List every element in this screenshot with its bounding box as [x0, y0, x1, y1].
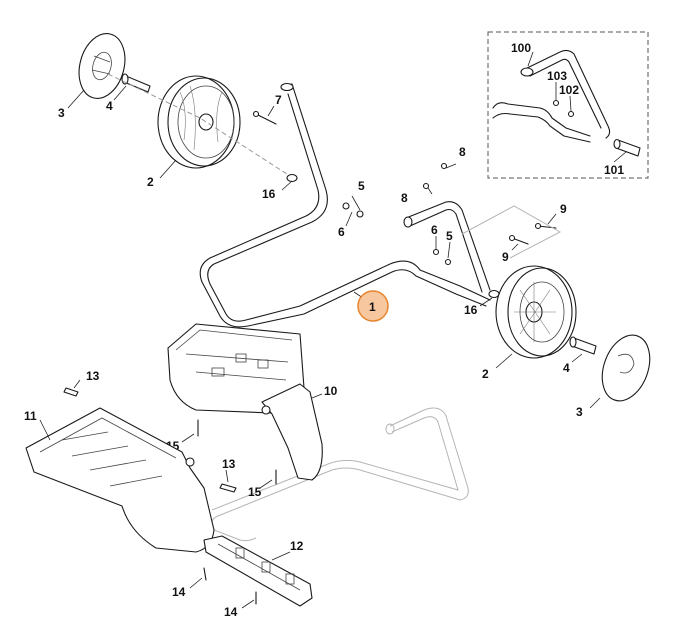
label-2-left: 2	[147, 175, 154, 189]
label-6-b: 6	[431, 223, 438, 237]
label-1: 1	[369, 300, 376, 314]
label-11: 11	[24, 409, 37, 423]
label-13-a: 13	[86, 369, 100, 383]
label-7: 7	[275, 93, 282, 107]
label-101: 101	[604, 163, 624, 177]
label-9-b: 9	[502, 250, 509, 264]
inset-detail-box: 100 103 102 101	[487, 31, 649, 179]
label-2-right: 2	[482, 367, 489, 381]
rail-part-12: 12 14 14	[172, 535, 313, 619]
label-16-right: 16	[464, 303, 478, 317]
label-12: 12	[290, 539, 304, 553]
tray-part-11: 13 13 11	[24, 369, 237, 553]
left-wheel-assembly: 3 4 2 16 7	[58, 33, 298, 201]
label-5-b: 5	[446, 229, 453, 243]
label-8-b: 8	[459, 145, 466, 159]
label-14-b: 14	[224, 605, 238, 619]
label-4-right: 4	[563, 361, 570, 375]
label-3-right: 3	[576, 405, 583, 419]
label-100: 100	[511, 41, 531, 55]
label-6-a: 6	[338, 225, 345, 239]
basket-part-10: 10 15 15	[166, 323, 338, 499]
label-5-a: 5	[358, 179, 365, 193]
label-16-left: 16	[262, 187, 276, 201]
right-wheel-assembly: 2 4 3	[482, 265, 651, 419]
label-102: 102	[559, 83, 579, 97]
label-13-b: 13	[222, 457, 236, 471]
highlight-part-1[interactable]	[357, 290, 389, 322]
label-3-left: 3	[58, 106, 65, 120]
label-4-left: 4	[106, 99, 113, 113]
main-frame-part-1: 5 6 8 8 6 5 9 9 16 1	[199, 82, 567, 328]
label-8-a: 8	[401, 191, 408, 205]
label-103: 103	[547, 69, 567, 83]
label-9-a: 9	[560, 202, 567, 216]
label-15-b: 15	[248, 485, 262, 499]
label-10: 10	[324, 384, 338, 398]
ghost-frame-outline	[211, 407, 469, 542]
label-14-a: 14	[172, 585, 186, 599]
